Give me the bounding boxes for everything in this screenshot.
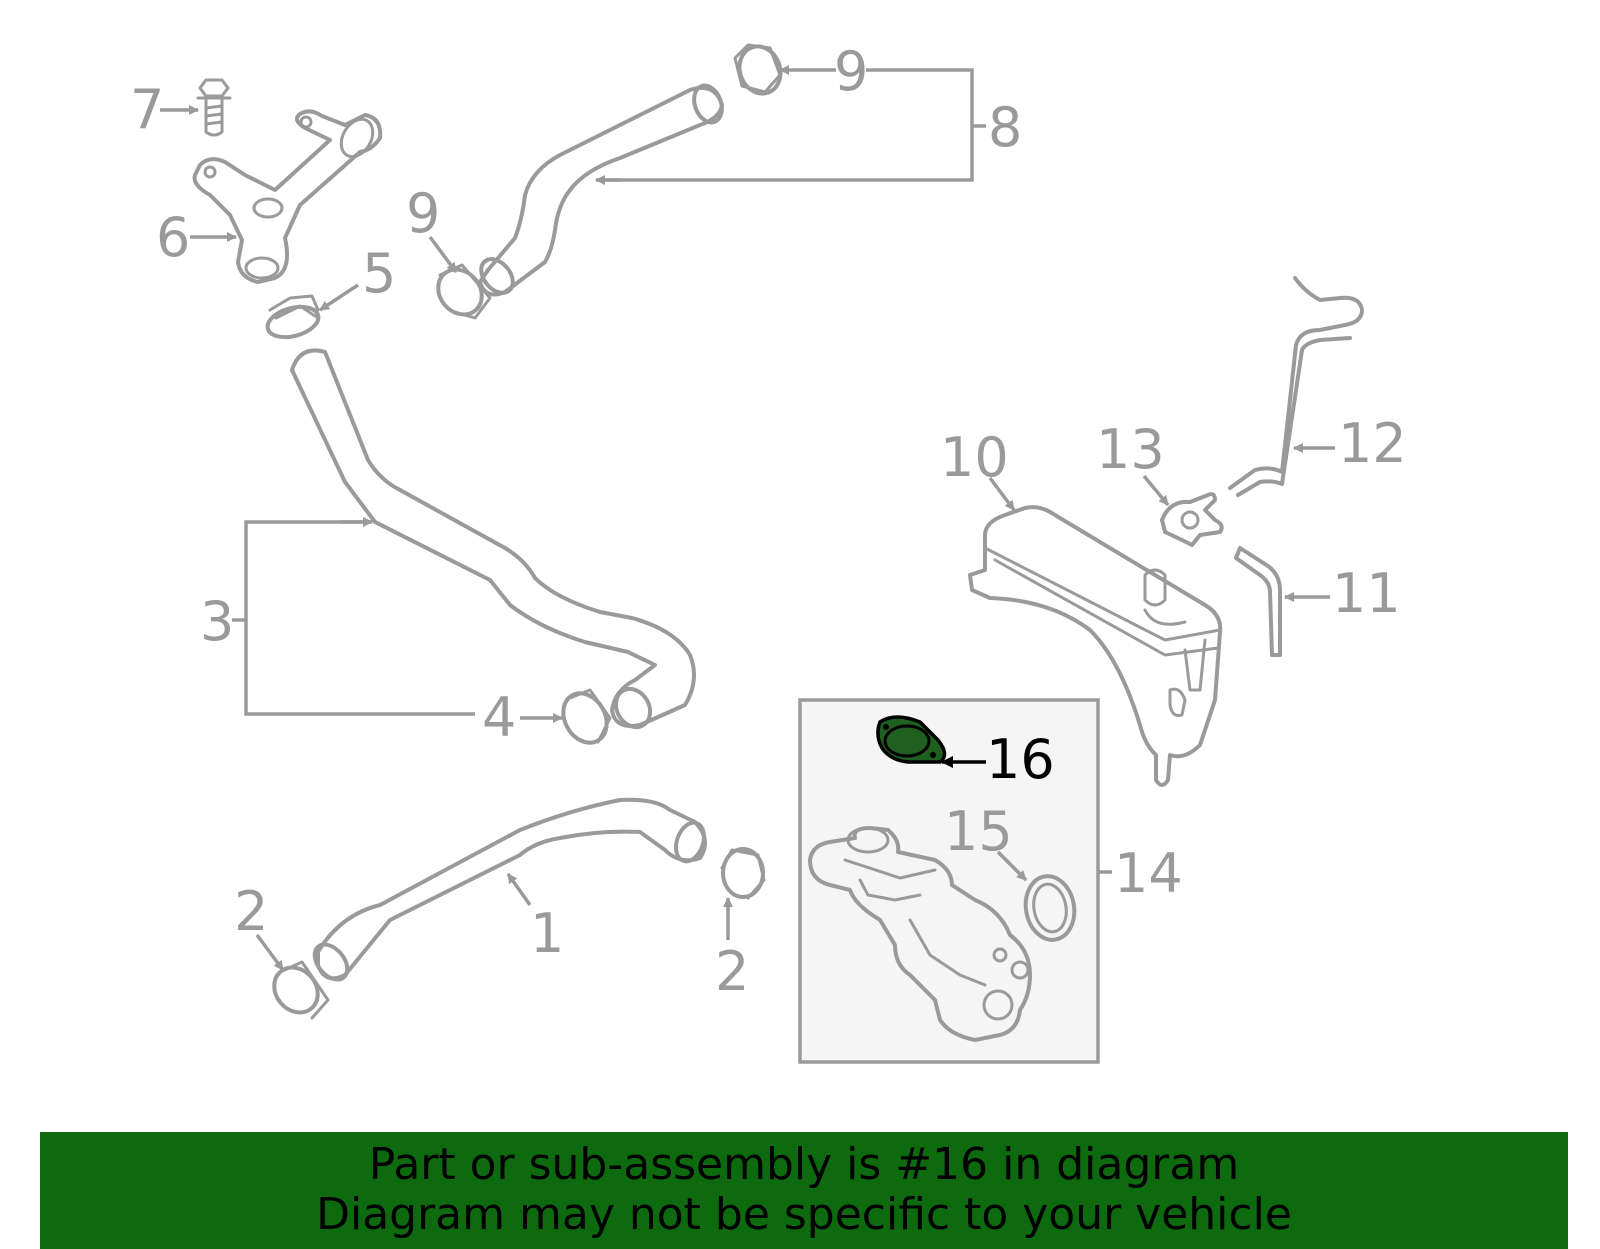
callout-4: 4 <box>482 686 516 749</box>
callout-5: 5 <box>362 242 396 305</box>
part-14-housing <box>808 826 1032 1042</box>
callout-7: 7 <box>130 78 164 141</box>
banner-line-disclaimer: Diagram may not be specific to your vehi… <box>316 1189 1292 1240</box>
callout-9-left: 9 <box>406 182 440 245</box>
callout-2-left: 2 <box>234 880 268 943</box>
part-3-hose <box>290 348 696 730</box>
callout-6: 6 <box>156 206 190 269</box>
part-6-outlet-flange <box>192 109 383 284</box>
callout-16: 16 <box>986 728 1055 791</box>
info-banner: Part or sub-assembly is #16 in diagram D… <box>40 1132 1568 1249</box>
callout-2-right: 2 <box>715 940 749 1003</box>
part-13-fitting <box>1160 492 1224 547</box>
part-9-clamp-upper <box>733 43 783 96</box>
part-10-reservoir <box>968 505 1223 787</box>
part-5-clamp <box>265 294 321 340</box>
part-8-hose <box>478 83 724 297</box>
part-2-clamp-left <box>272 960 330 1020</box>
callout-1: 1 <box>530 902 564 965</box>
part-16-gasket <box>876 715 947 764</box>
callout-12: 12 <box>1338 412 1407 475</box>
callout-labels: 7 6 5 9 8 9 3 4 1 2 2 10 13 12 11 15 14 … <box>130 40 1407 1003</box>
part-7-bolt <box>196 78 232 137</box>
callout-10: 10 <box>940 426 1009 489</box>
banner-line-part: Part or sub-assembly is #16 in diagram <box>368 1139 1240 1190</box>
part-12-tube <box>1228 276 1364 497</box>
callout-11: 11 <box>1332 562 1401 625</box>
part-4-clamp <box>561 688 612 745</box>
callout-13: 13 <box>1096 418 1165 481</box>
callout-14: 14 <box>1114 842 1183 905</box>
callout-8: 8 <box>988 96 1022 159</box>
part-2-clamp-right <box>720 847 766 900</box>
part-11-tube <box>1234 546 1282 657</box>
callout-15: 15 <box>944 800 1013 863</box>
part-1-hose <box>312 797 707 982</box>
parts-diagram: 7 6 5 9 8 9 3 4 1 2 2 10 13 12 11 15 14 … <box>130 40 1407 1064</box>
callout-3: 3 <box>200 590 234 653</box>
callout-9-top: 9 <box>834 40 868 103</box>
part-15-seal <box>1023 874 1077 942</box>
leader-lines <box>160 65 1335 972</box>
